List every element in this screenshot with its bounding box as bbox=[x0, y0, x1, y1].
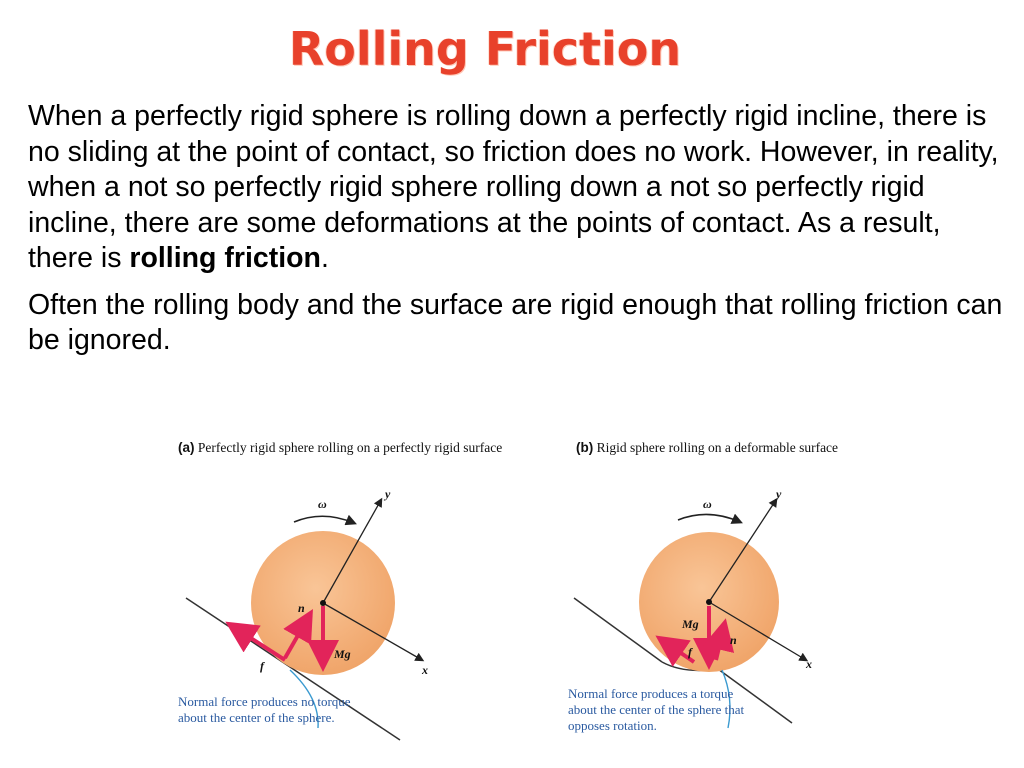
y-label: y bbox=[774, 487, 782, 501]
incline-surface bbox=[185, 597, 401, 741]
sphere-center bbox=[320, 600, 326, 606]
figure-b-note: Normal force produces a torque about the… bbox=[568, 686, 745, 733]
slide-title: Rolling Friction bbox=[288, 22, 682, 76]
omega-label: ω bbox=[703, 497, 712, 511]
mg-label: Mg bbox=[681, 617, 699, 631]
paragraph-1-text: When a perfectly rigid sphere is rolling… bbox=[28, 100, 999, 274]
paragraph-1: When a perfectly rigid sphere is rolling… bbox=[28, 99, 1008, 277]
figure-a: ω y x n Mg f (a) Perfectly rigid sphere … bbox=[168, 436, 540, 761]
figure-b-caption: (b) Rigid sphere rolling on a deformable… bbox=[576, 440, 856, 456]
figure-a-caption-text: Perfectly rigid sphere rolling on a perf… bbox=[197, 440, 503, 455]
figure-b: ω y x n Mg f (b) Rigid sphere rolling on… bbox=[566, 436, 856, 761]
figure-b-caption-text: Rigid sphere rolling on a deformable sur… bbox=[596, 440, 839, 455]
omega-label: ω bbox=[318, 497, 327, 511]
y-axis bbox=[708, 497, 778, 603]
f-label: f bbox=[688, 645, 693, 659]
f-label: f bbox=[260, 659, 265, 673]
paragraph-1-end: . bbox=[320, 242, 329, 274]
figure-a-diagram: ω y x n Mg f bbox=[185, 487, 428, 741]
paragraph-2: Often the rolling body and the surface a… bbox=[28, 288, 1003, 357]
omega-arrow bbox=[293, 514, 357, 526]
figure-b-tag: (b) bbox=[576, 440, 594, 455]
pointer-line bbox=[721, 669, 731, 729]
figure-a-caption: (a) Perfectly rigid sphere rolling on a … bbox=[178, 440, 508, 456]
n-arrow bbox=[702, 618, 735, 661]
f-arrow bbox=[655, 635, 696, 667]
incline-left bbox=[573, 597, 663, 663]
figure-a-tag: (a) bbox=[178, 440, 195, 455]
x-axis bbox=[322, 602, 425, 662]
n-label: n bbox=[730, 633, 737, 647]
mg-label: Mg bbox=[333, 647, 351, 661]
n-label: n bbox=[298, 601, 305, 615]
incline-right bbox=[717, 668, 793, 724]
n-arrow bbox=[283, 609, 313, 659]
pointer-line bbox=[289, 669, 319, 729]
rolling-friction-term: rolling friction bbox=[129, 242, 321, 274]
x-axis bbox=[708, 601, 809, 662]
f-arrow bbox=[225, 621, 287, 662]
figure-b-diagram: ω y x n Mg f bbox=[573, 487, 812, 729]
body-text: When a perfectly rigid sphere is rolling… bbox=[28, 99, 1008, 370]
y-label: y bbox=[383, 487, 391, 501]
figure-a-note: Normal force produces no torque about th… bbox=[178, 694, 351, 725]
x-label: x bbox=[421, 663, 428, 677]
y-axis bbox=[322, 497, 383, 604]
omega-arrow bbox=[677, 513, 743, 524]
sphere-center bbox=[706, 599, 712, 605]
x-label: x bbox=[805, 657, 812, 671]
